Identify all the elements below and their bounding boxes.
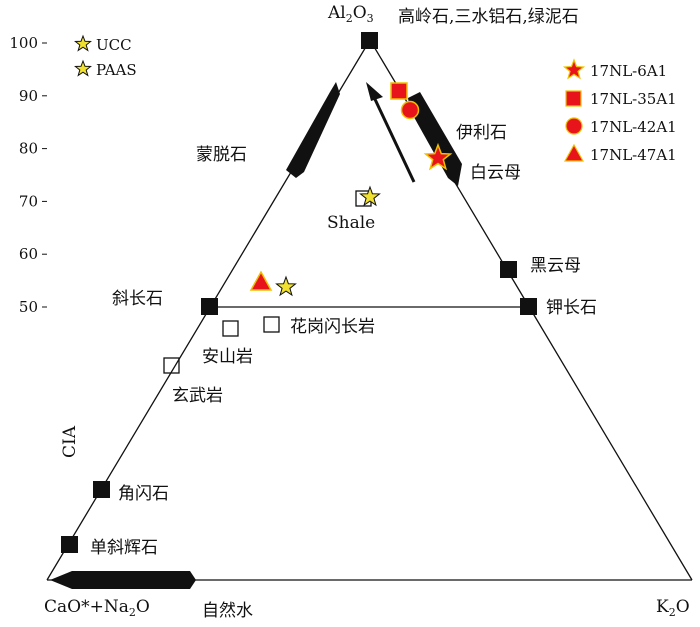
cia-tick-80: 80 — [19, 140, 38, 158]
ucc-point — [359, 185, 381, 207]
cia-tick-90: 90 — [19, 87, 38, 105]
illite-label: 伊利石 — [456, 123, 507, 143]
basalt-marker — [163, 357, 180, 374]
sample-legend: 17NL-6A1 17NL-35A1 17NL-42A1 17NL-47A1 — [562, 58, 677, 164]
sample-17NL-47A1-point — [249, 270, 273, 291]
clinopyroxene-marker — [61, 536, 78, 553]
reference-legend: UCC PAAS — [74, 34, 137, 79]
kfeldspar-marker — [520, 298, 537, 315]
montmorillonite-zone — [286, 82, 340, 178]
sample-17NL-35A1-point — [390, 82, 408, 100]
legend-17NL-6A1: 17NL-6A1 — [590, 62, 667, 80]
sample-17NL-42A1-point — [400, 100, 420, 120]
sample-17NL-6A1-point — [423, 142, 453, 171]
shale-label: Shale — [327, 213, 375, 233]
cia-axis-label: CIA — [60, 425, 80, 458]
kfeldspar-label: 钾长石 — [546, 298, 597, 318]
cia-axis: 50 60 70 80 90 100 — [9, 34, 47, 316]
kaolinite-marker — [361, 32, 378, 49]
biotite-label: 黑云母 — [530, 256, 581, 276]
plagioclase-marker — [201, 298, 218, 315]
illite-muscovite-zone — [408, 92, 462, 186]
apex-right-label: K2O — [656, 597, 690, 619]
ucc-legend-label: UCC — [96, 36, 132, 54]
apex-left-label: CaO*+Na2O — [44, 597, 150, 619]
apex-top-label: Al2O3 — [327, 3, 374, 25]
andesite-label: 安山岩 — [202, 347, 253, 367]
granodiorite-label: 花岗闪长岩 — [290, 317, 375, 337]
biotite-marker — [500, 261, 517, 278]
paas-legend-label: PAAS — [96, 61, 137, 79]
clinopyroxene-label: 单斜辉石 — [90, 538, 158, 558]
andesite-marker — [222, 320, 239, 337]
legend-17NL-35A1: 17NL-35A1 — [590, 90, 677, 108]
plagioclase-label: 斜长石 — [112, 289, 163, 309]
cia-tick-60: 60 — [19, 245, 38, 263]
muscovite-label: 白云母 — [470, 163, 521, 183]
cia-tick-100: 100 — [9, 34, 38, 52]
paas-point — [275, 275, 297, 297]
cia-tick-70: 70 — [19, 192, 38, 210]
legend-17NL-42A1: 17NL-42A1 — [590, 118, 677, 136]
basalt-label: 玄武岩 — [172, 386, 223, 406]
legend-17NL-47A1: 17NL-47A1 — [590, 146, 677, 164]
granodiorite-marker — [263, 316, 280, 333]
natural-water-zone — [50, 571, 196, 589]
amphibole-label: 角闪石 — [118, 484, 169, 504]
amphibole-marker — [93, 481, 110, 498]
weathering-trend-arrow — [366, 82, 416, 183]
kaolinite-label: 高岭石,三水铝石,绿泥石 — [398, 7, 579, 27]
cia-tick-50: 50 — [19, 298, 38, 316]
montmorillonite-label: 蒙脱石 — [196, 145, 247, 165]
natural-water-label: 自然水 — [202, 601, 253, 621]
